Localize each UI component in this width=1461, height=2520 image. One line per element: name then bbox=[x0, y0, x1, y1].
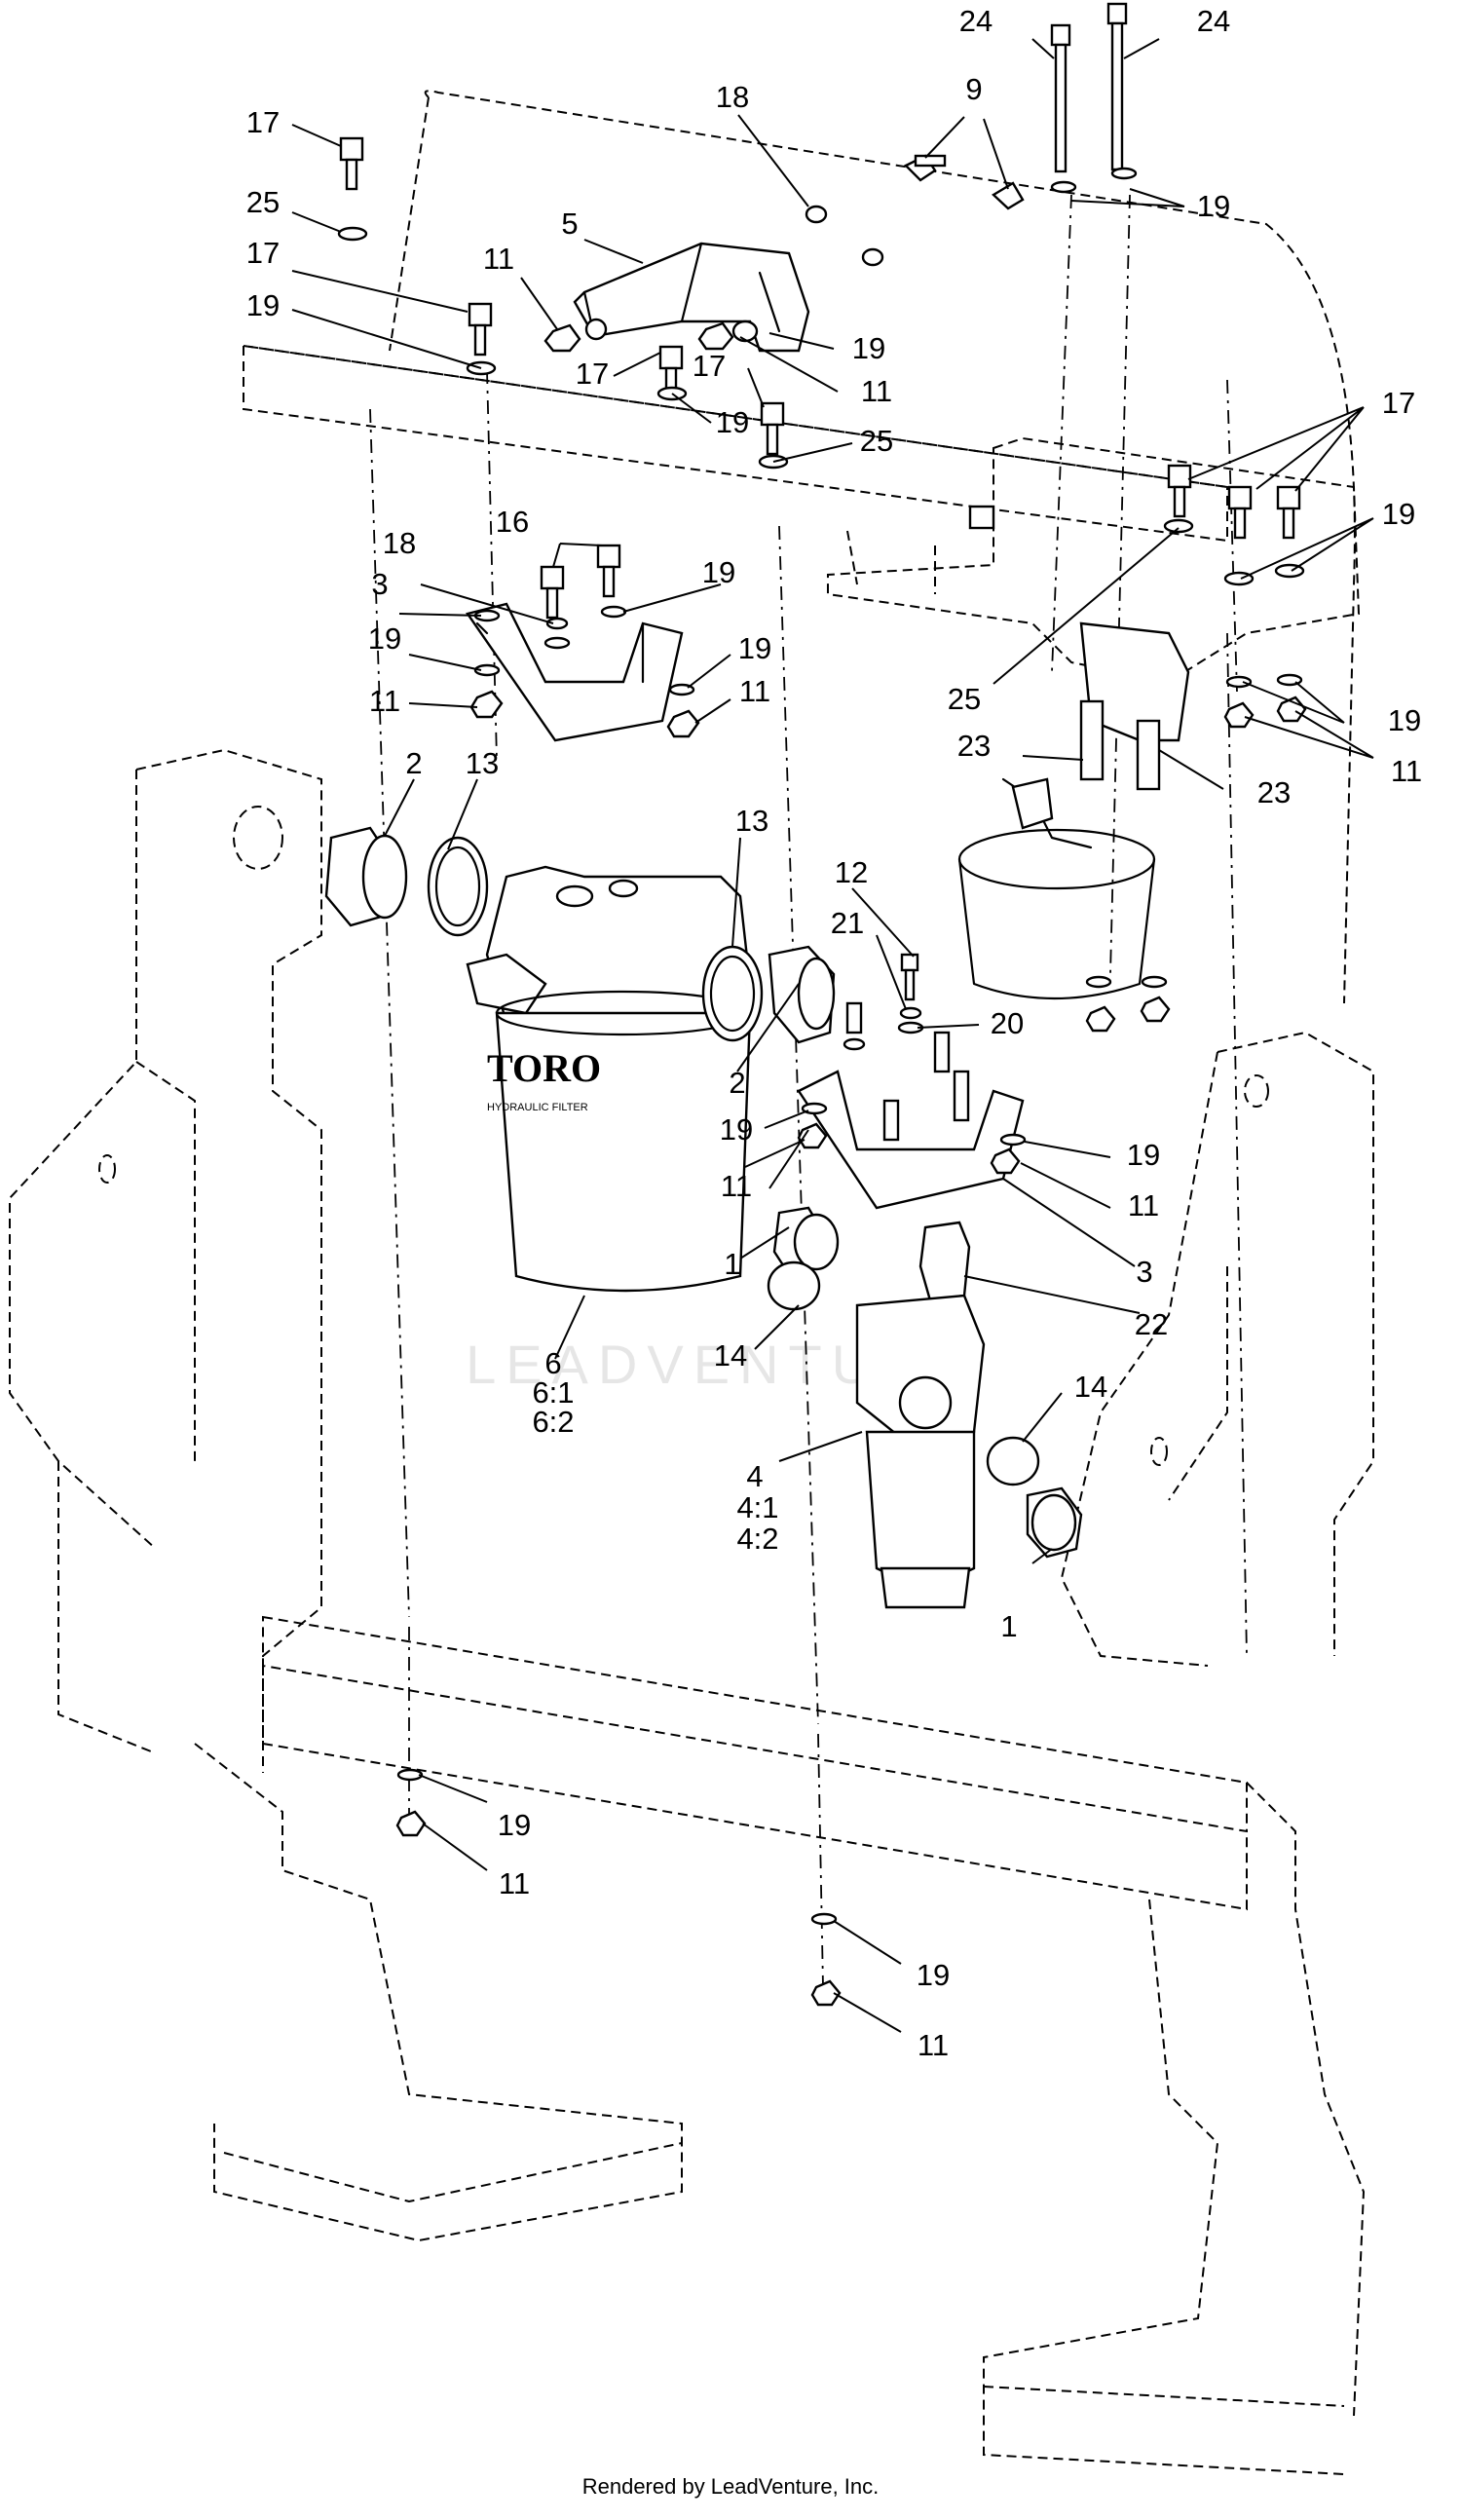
callout-24a: 24 bbox=[959, 4, 993, 38]
bottom-hardware bbox=[395, 1768, 842, 2007]
callout-19g: 19 bbox=[368, 621, 401, 656]
inline-filter-4 bbox=[767, 1206, 1083, 1609]
callout-4: 4 bbox=[746, 1459, 763, 1493]
callout-19c: 19 bbox=[852, 331, 885, 365]
callout-17e: 17 bbox=[1382, 386, 1415, 420]
callout-2a: 2 bbox=[405, 746, 422, 780]
callout-1b: 1 bbox=[1000, 1609, 1017, 1643]
callout-12: 12 bbox=[835, 855, 868, 889]
callout-11g: 11 bbox=[1128, 1188, 1159, 1222]
frame-outline bbox=[9, 90, 1374, 2475]
callout-6-2: 6:2 bbox=[532, 1405, 574, 1439]
callout-6-1: 6:1 bbox=[532, 1375, 574, 1410]
callout-19m: 19 bbox=[498, 1808, 531, 1842]
callout-19h: 19 bbox=[738, 631, 771, 665]
callout-19n: 19 bbox=[917, 1958, 950, 1992]
callout-22: 22 bbox=[1135, 1307, 1168, 1341]
callout-19i: 19 bbox=[1388, 703, 1421, 737]
filter-subtext: HYDRAULIC FILTER bbox=[487, 1102, 588, 1113]
callout-19k: 19 bbox=[1127, 1138, 1160, 1172]
callout-labels: 24 24 17 18 9 25 5 19 17 11 19 19 17 17 … bbox=[246, 4, 1422, 2062]
callout-19e: 19 bbox=[1382, 497, 1415, 531]
callout-6: 6 bbox=[544, 1346, 561, 1380]
callout-19d: 19 bbox=[716, 405, 749, 439]
left-bracket-assembly bbox=[466, 544, 700, 742]
callout-1a: 1 bbox=[724, 1247, 740, 1281]
callout-14b: 14 bbox=[1074, 1370, 1107, 1404]
callout-14a: 14 bbox=[714, 1338, 747, 1373]
right-mount-assembly bbox=[827, 436, 1361, 1033]
callout-3a: 3 bbox=[371, 567, 388, 601]
callout-20: 20 bbox=[991, 1006, 1024, 1040]
leader-lines bbox=[291, 38, 1374, 2033]
callout-21: 21 bbox=[831, 906, 864, 940]
lower-bracket-assembly bbox=[797, 953, 1027, 1302]
callout-4-2: 4:2 bbox=[736, 1522, 778, 1556]
callout-11b: 11 bbox=[861, 374, 892, 408]
callout-24b: 24 bbox=[1197, 4, 1230, 38]
callout-17d: 17 bbox=[693, 349, 726, 383]
callout-19f: 19 bbox=[702, 555, 735, 589]
callout-11j: 11 bbox=[918, 2028, 949, 2062]
callout-23b: 23 bbox=[1257, 775, 1291, 809]
callout-16: 16 bbox=[496, 505, 529, 539]
callout-17c: 17 bbox=[576, 357, 609, 391]
callout-18a: 18 bbox=[716, 80, 749, 114]
callout-19j: 19 bbox=[720, 1112, 753, 1147]
callout-13a: 13 bbox=[466, 746, 499, 780]
callout-9: 9 bbox=[965, 72, 982, 106]
callout-25c: 25 bbox=[948, 682, 981, 716]
upper-hardware bbox=[337, 2, 1138, 470]
callout-11d: 11 bbox=[369, 684, 400, 718]
callout-3b: 3 bbox=[1136, 1255, 1152, 1289]
callout-4-1: 4:1 bbox=[736, 1490, 778, 1524]
callout-17a: 17 bbox=[246, 105, 280, 139]
callout-2b: 2 bbox=[729, 1066, 745, 1100]
hydraulic-filter-6: TORO HYDRAULIC FILTER bbox=[324, 826, 836, 1293]
callout-11f: 11 bbox=[721, 1169, 752, 1203]
callout-13b: 13 bbox=[735, 804, 768, 838]
callout-5: 5 bbox=[561, 207, 578, 241]
callout-18b: 18 bbox=[383, 526, 416, 560]
callout-19b: 19 bbox=[246, 288, 280, 322]
callout-23a: 23 bbox=[957, 729, 991, 763]
callout-11e: 11 bbox=[1391, 754, 1422, 788]
callout-11a: 11 bbox=[483, 242, 514, 276]
callout-25b: 25 bbox=[860, 424, 893, 458]
callout-19a: 19 bbox=[1197, 189, 1230, 223]
render-credit: Rendered by LeadVenture, Inc. bbox=[581, 2474, 880, 2499]
filter-brand-label: TORO bbox=[487, 1046, 601, 1090]
callout-25a: 25 bbox=[246, 185, 280, 219]
callout-11c: 11 bbox=[739, 674, 770, 708]
callout-17b: 17 bbox=[246, 236, 280, 270]
callout-11i: 11 bbox=[499, 1866, 530, 1900]
